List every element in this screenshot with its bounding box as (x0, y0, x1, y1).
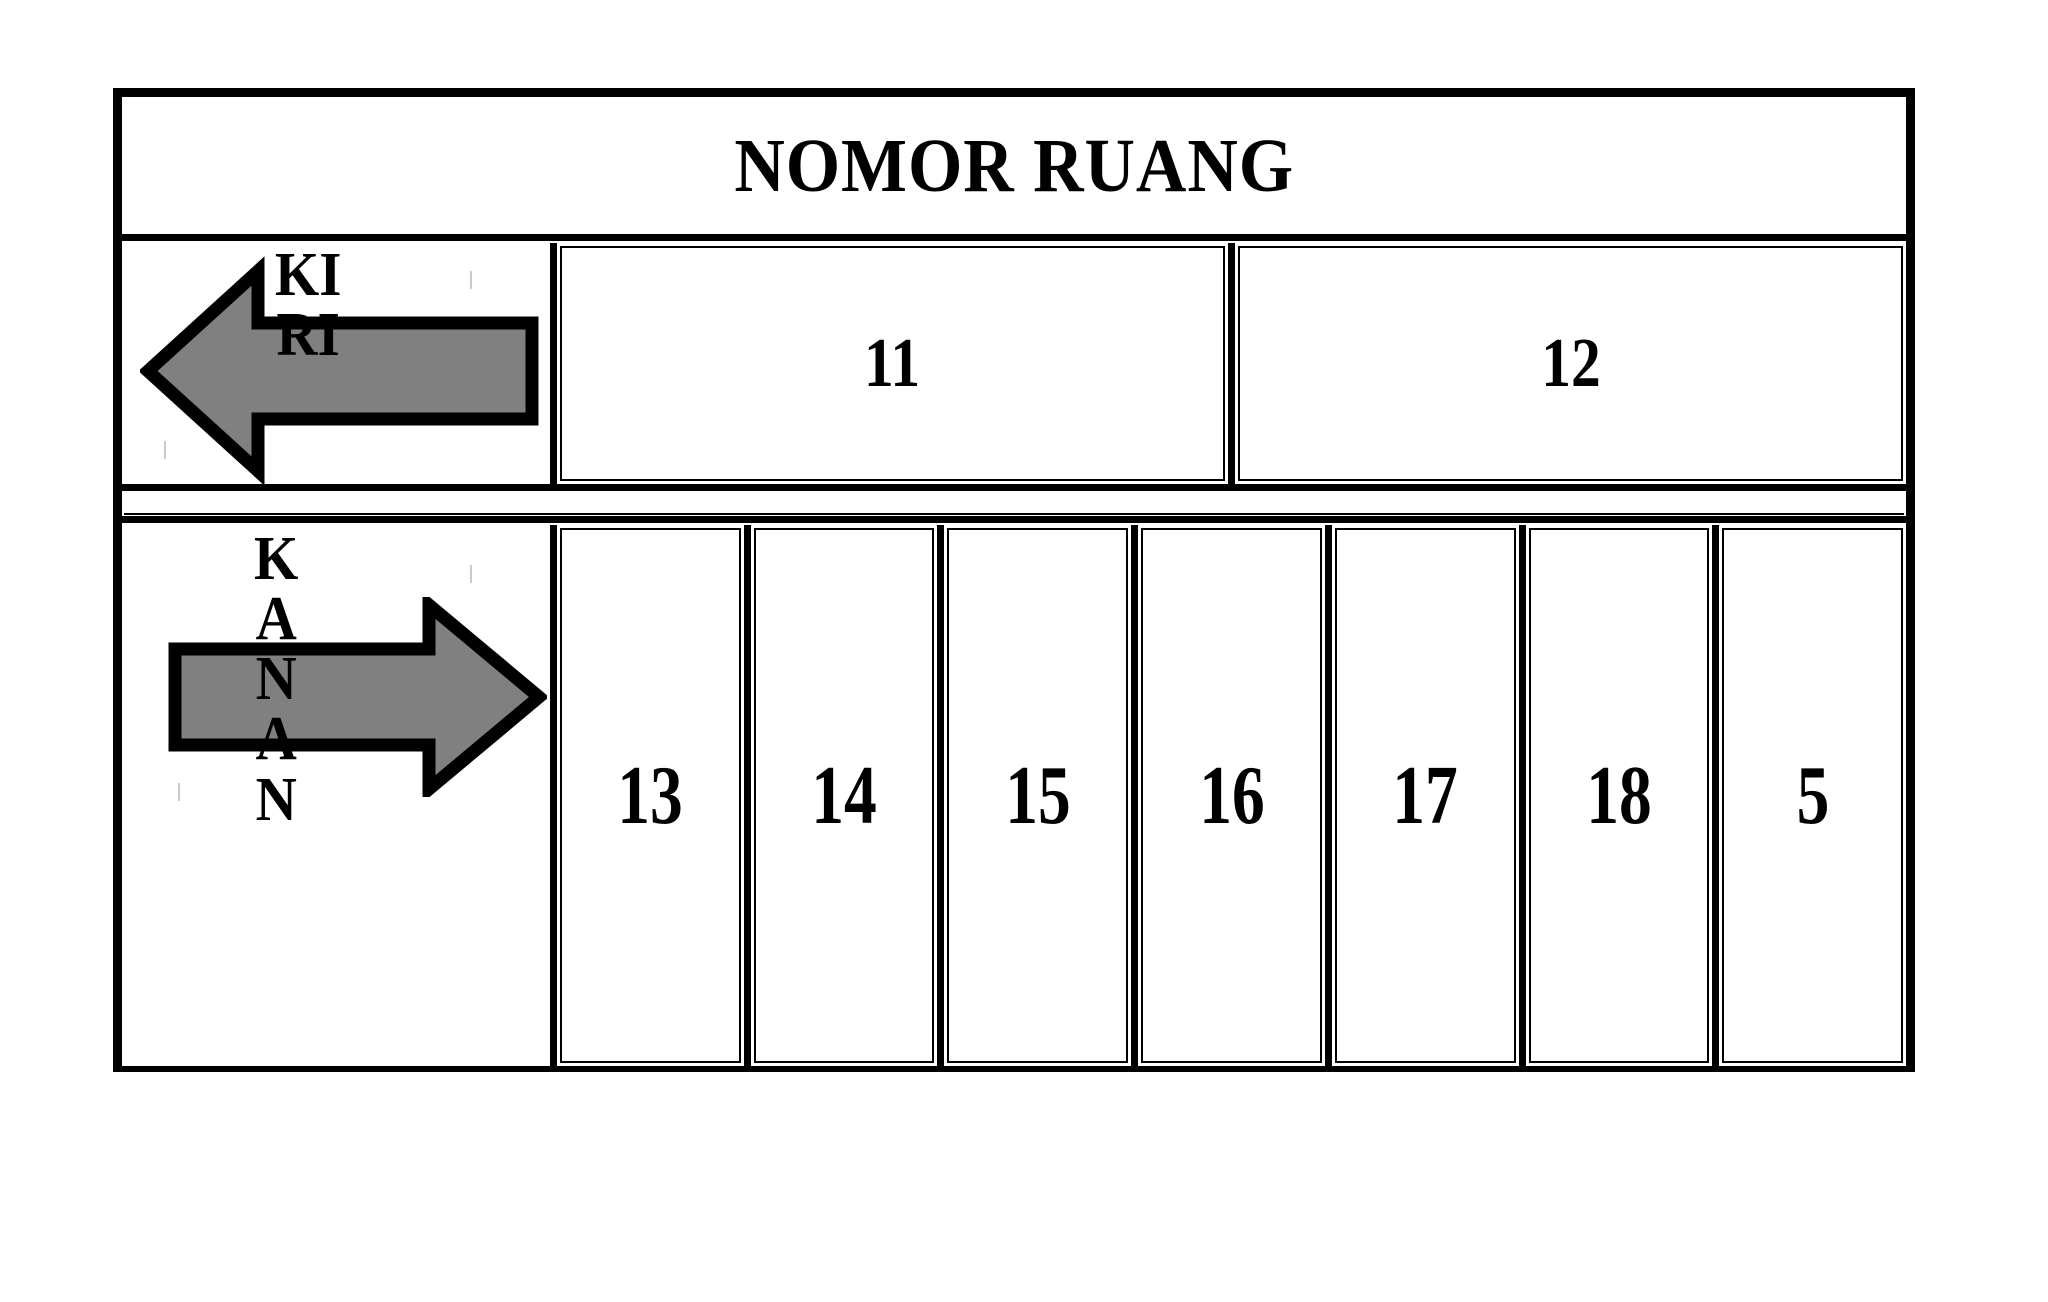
room-cell-inner: 11 (560, 246, 1225, 481)
scan-tick-mark (164, 441, 166, 459)
room-cell-inner: 12 (1238, 246, 1903, 481)
room-number: 11 (864, 324, 921, 402)
room-row-lower: K A N A N 13 14 15 16 (122, 525, 1907, 1066)
scan-tick-mark (470, 565, 472, 583)
direction-cell-kanan: K A N A N (122, 525, 557, 1066)
room-number: 16 (1198, 748, 1265, 842)
room-row-upper: KI RI 11 12 (122, 243, 1906, 491)
room-number: 13 (617, 748, 684, 842)
room-cell-inner: 15 (947, 528, 1129, 1063)
room-cell-inner: 14 (753, 528, 935, 1063)
page-title: NOMOR RUANG (734, 123, 1294, 208)
direction-cell-kiri: KI RI (122, 243, 557, 486)
separator-line (124, 513, 1904, 515)
room-cell-inner: 17 (1334, 528, 1516, 1063)
room-cell-11[interactable]: 11 (557, 243, 1235, 484)
room-cell-inner: 5 (1722, 528, 1904, 1063)
room-number: 14 (811, 748, 877, 842)
room-cell-inner: 13 (560, 528, 741, 1063)
room-cell-5[interactable]: 5 (1719, 525, 1907, 1066)
room-cell-inner: 18 (1528, 528, 1710, 1063)
room-cell-15[interactable]: 15 (944, 525, 1139, 1066)
room-cell-14[interactable]: 14 (750, 525, 945, 1066)
board-inner-frame: NOMOR RUANG KI RI 11 12 (120, 95, 1908, 1066)
scan-tick-mark (470, 271, 472, 289)
room-number: 15 (1005, 748, 1071, 842)
room-cell-18[interactable]: 18 (1525, 525, 1720, 1066)
row-separator (122, 493, 1906, 523)
nomor-ruang-board: NOMOR RUANG KI RI 11 12 (113, 88, 1915, 1072)
room-cell-inner: 16 (1141, 528, 1322, 1063)
scan-tick-mark (178, 783, 180, 801)
arrow-left-icon (140, 256, 539, 486)
room-cell-13[interactable]: 13 (557, 525, 751, 1066)
room-cell-17[interactable]: 17 (1331, 525, 1526, 1066)
room-number: 12 (1540, 324, 1601, 402)
room-cell-12[interactable]: 12 (1235, 243, 1906, 484)
room-number: 17 (1392, 748, 1458, 842)
room-number: 5 (1796, 748, 1830, 842)
room-cell-16[interactable]: 16 (1138, 525, 1332, 1066)
arrow-right-icon (168, 597, 547, 797)
room-number: 18 (1586, 748, 1652, 842)
board-header: NOMOR RUANG (122, 97, 1906, 241)
